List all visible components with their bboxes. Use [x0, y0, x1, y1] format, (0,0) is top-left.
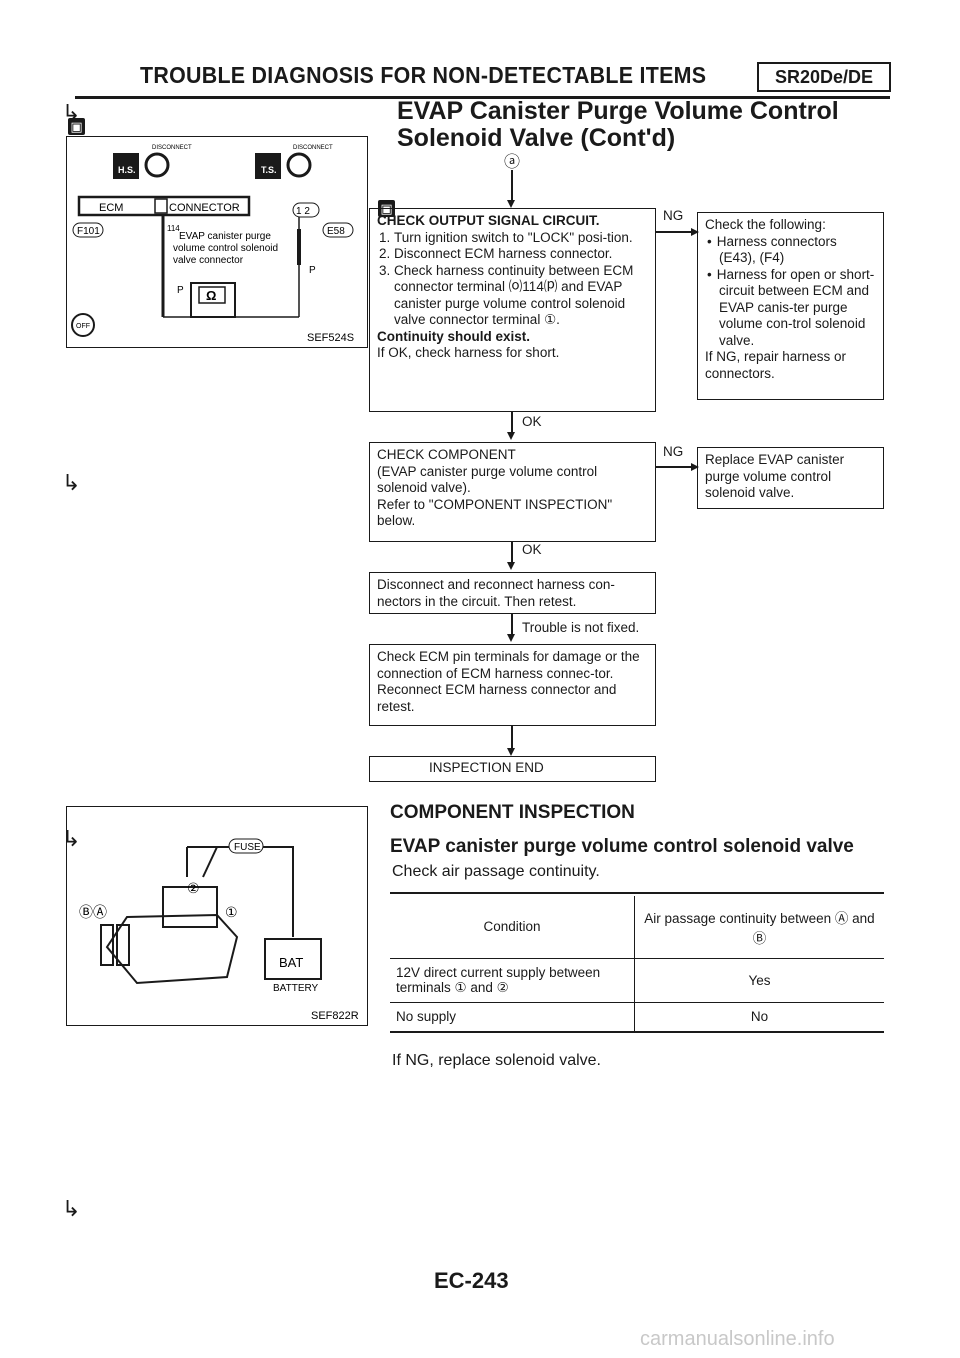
- battery-icon: [264, 938, 322, 980]
- step2-line-3: solenoid valve).: [377, 480, 471, 495]
- disconnect-label-2: DISCONNECT: [293, 145, 333, 151]
- step3-text: Disconnect and reconnect harness con-nec…: [377, 577, 615, 609]
- bat-label: BAT: [279, 955, 303, 970]
- step1-list: Turn ignition switch to "LOCK" posi-tion…: [377, 230, 648, 329]
- table-head-passage: Air passage continuity between Ⓐ and Ⓑ: [644, 910, 875, 946]
- component-text: Check air passage continuity.: [392, 863, 600, 880]
- binder-mark-4: ↳: [62, 1196, 81, 1221]
- end-text: INSPECTION END: [429, 760, 544, 775]
- ng2-text: Replace EVAP canister purge volume contr…: [705, 452, 845, 500]
- ignition-off-icon: [71, 313, 95, 337]
- step4-box: Check ECM pin terminals for damage or th…: [369, 644, 656, 726]
- disconnect-label-1: DISCONNECT: [152, 145, 192, 151]
- terminal1-label: ①: [225, 904, 238, 920]
- terminal2-label: ②: [187, 880, 200, 896]
- ng1-list: Harness connectors (E43), (F4) Harness f…: [705, 234, 876, 350]
- component-subtitle: EVAP canister purge volume control solen…: [390, 836, 854, 857]
- section-title-line1: EVAP Canister Purge Volume Control: [397, 97, 839, 125]
- step4-text: Check ECM pin terminals for damage or th…: [377, 649, 640, 714]
- step1-tail: If OK, check harness for short.: [377, 345, 560, 360]
- ecm-label: ECM: [99, 202, 123, 214]
- ohmmeter-icon: [190, 282, 236, 318]
- probe-p-right: P: [309, 265, 316, 276]
- table-head-condition: Condition: [390, 896, 635, 958]
- ng1-box: Check the following: Harness connectors …: [697, 212, 884, 400]
- step2-line-2: (EVAP canister purge volume control: [377, 463, 598, 479]
- pin-label: 114: [167, 224, 180, 233]
- page-header-title: TROUBLE DIAGNOSIS FOR NON-DETECTABLE ITE…: [140, 62, 707, 88]
- solenoid-test-diagram: FUSE BAT BATTERY ② ① ⒷⒶ SEF822R: [79, 838, 359, 1022]
- figure1-sec-icon: ▣: [68, 118, 85, 135]
- end-box: INSPECTION END: [369, 756, 656, 782]
- engine-code-badge: SR20De/DE: [757, 62, 891, 92]
- step2-ng-label: NG: [663, 444, 684, 459]
- section-title: EVAP Canister Purge Volume Control Solen…: [397, 98, 839, 152]
- figure1-id: SEF524S: [307, 332, 354, 344]
- step1-box: CHECK OUTPUT SIGNAL CIRCUIT. Turn igniti…: [369, 208, 656, 412]
- ohm-symbol: Ω: [206, 288, 216, 303]
- harness-diagram: H.S. DISCONNECT T.S. DISCONNECT ECM CONN…: [71, 145, 354, 344]
- figure2-id: SEF822R: [311, 1010, 359, 1022]
- step2-line-5: below.: [377, 513, 416, 528]
- ports-ab-label: ⒷⒶ: [79, 904, 107, 920]
- connector-label: CONNECTOR: [169, 202, 240, 214]
- off-label: OFF: [76, 323, 90, 330]
- ng1-heading: Check the following:: [705, 217, 826, 232]
- step1-ok-label: OK: [522, 414, 542, 429]
- desc-line3: valve connector: [173, 255, 244, 266]
- step1-item-3: Check harness continuity between ECM con…: [394, 263, 648, 329]
- figure-solenoid-test: FUSE BAT BATTERY ② ① ⒷⒶ SEF822R: [66, 806, 368, 1026]
- connector-icon-1: [144, 152, 170, 178]
- probe-p-left: P: [177, 285, 184, 296]
- desc-line1: EVAP canister purge: [179, 231, 271, 242]
- step2-line-4: Refer to "COMPONENT INSPECTION": [377, 496, 613, 512]
- step1-ng-label: NG: [663, 208, 684, 223]
- battery-label: BATTERY: [273, 983, 319, 994]
- ts-label: T.S.: [261, 165, 277, 175]
- step2-ok-label: OK: [522, 542, 542, 557]
- fuse-label: FUSE: [234, 842, 261, 853]
- hs-label: H.S.: [118, 165, 136, 175]
- binder-mark-2: ↳: [62, 470, 81, 495]
- row1-value: Yes: [748, 972, 771, 988]
- row2-value: No: [750, 1009, 769, 1025]
- step1-item-1: Turn ignition switch to "LOCK" posi-tion…: [394, 230, 648, 247]
- step1-tail-bold: Continuity should exist.: [377, 328, 531, 344]
- disconnect-ts-icon: [255, 153, 281, 179]
- terminal-label: 1 2: [296, 206, 310, 217]
- continuity-table: Condition Air passage continuity between…: [390, 896, 884, 1033]
- header-rule: [75, 96, 890, 99]
- step3-after-label: Trouble is not fixed.: [522, 620, 640, 635]
- ng1-item-2: Harness for open or short-circuit betwee…: [717, 267, 876, 350]
- connector-icon-2: [286, 152, 312, 178]
- section-title-line2: Solenoid Valve (Cont'd): [397, 124, 676, 152]
- ng1-tail: If NG, repair harness or connectors.: [705, 349, 847, 381]
- flow-start-marker: ⓐ: [504, 154, 521, 171]
- e58-label: E58: [327, 226, 345, 237]
- watermark: carmanualsonline.info: [640, 1328, 835, 1350]
- step1-heading: CHECK OUTPUT SIGNAL CIRCUIT.: [377, 213, 600, 228]
- step2-line-1: CHECK COMPONENT: [377, 447, 516, 462]
- step2-box: CHECK COMPONENT (EVAP canister purge vol…: [369, 442, 656, 542]
- component-footnote: If NG, replace solenoid valve.: [392, 1052, 601, 1069]
- disconnect-hs-icon: [113, 153, 139, 179]
- row2-condition: No supply: [390, 1002, 635, 1032]
- step1-item-2: Disconnect ECM harness connector.: [394, 246, 648, 263]
- row1-condition: 12V direct current supply between termin…: [390, 958, 635, 1002]
- step3-box: Disconnect and reconnect harness con-nec…: [369, 572, 656, 614]
- solenoid-valve-icon: [105, 913, 239, 985]
- desc-line2: volume control solenoid: [173, 243, 278, 254]
- page-number: EC-243: [434, 1268, 509, 1293]
- f101-label: F101: [77, 226, 100, 237]
- ng2-box: Replace EVAP canister purge volume contr…: [697, 447, 884, 509]
- component-title: COMPONENT INSPECTION: [390, 802, 635, 823]
- figure-harness-check: H.S. DISCONNECT T.S. DISCONNECT ECM CONN…: [66, 136, 368, 348]
- ng1-item-1: Harness connectors (E43), (F4): [717, 234, 876, 267]
